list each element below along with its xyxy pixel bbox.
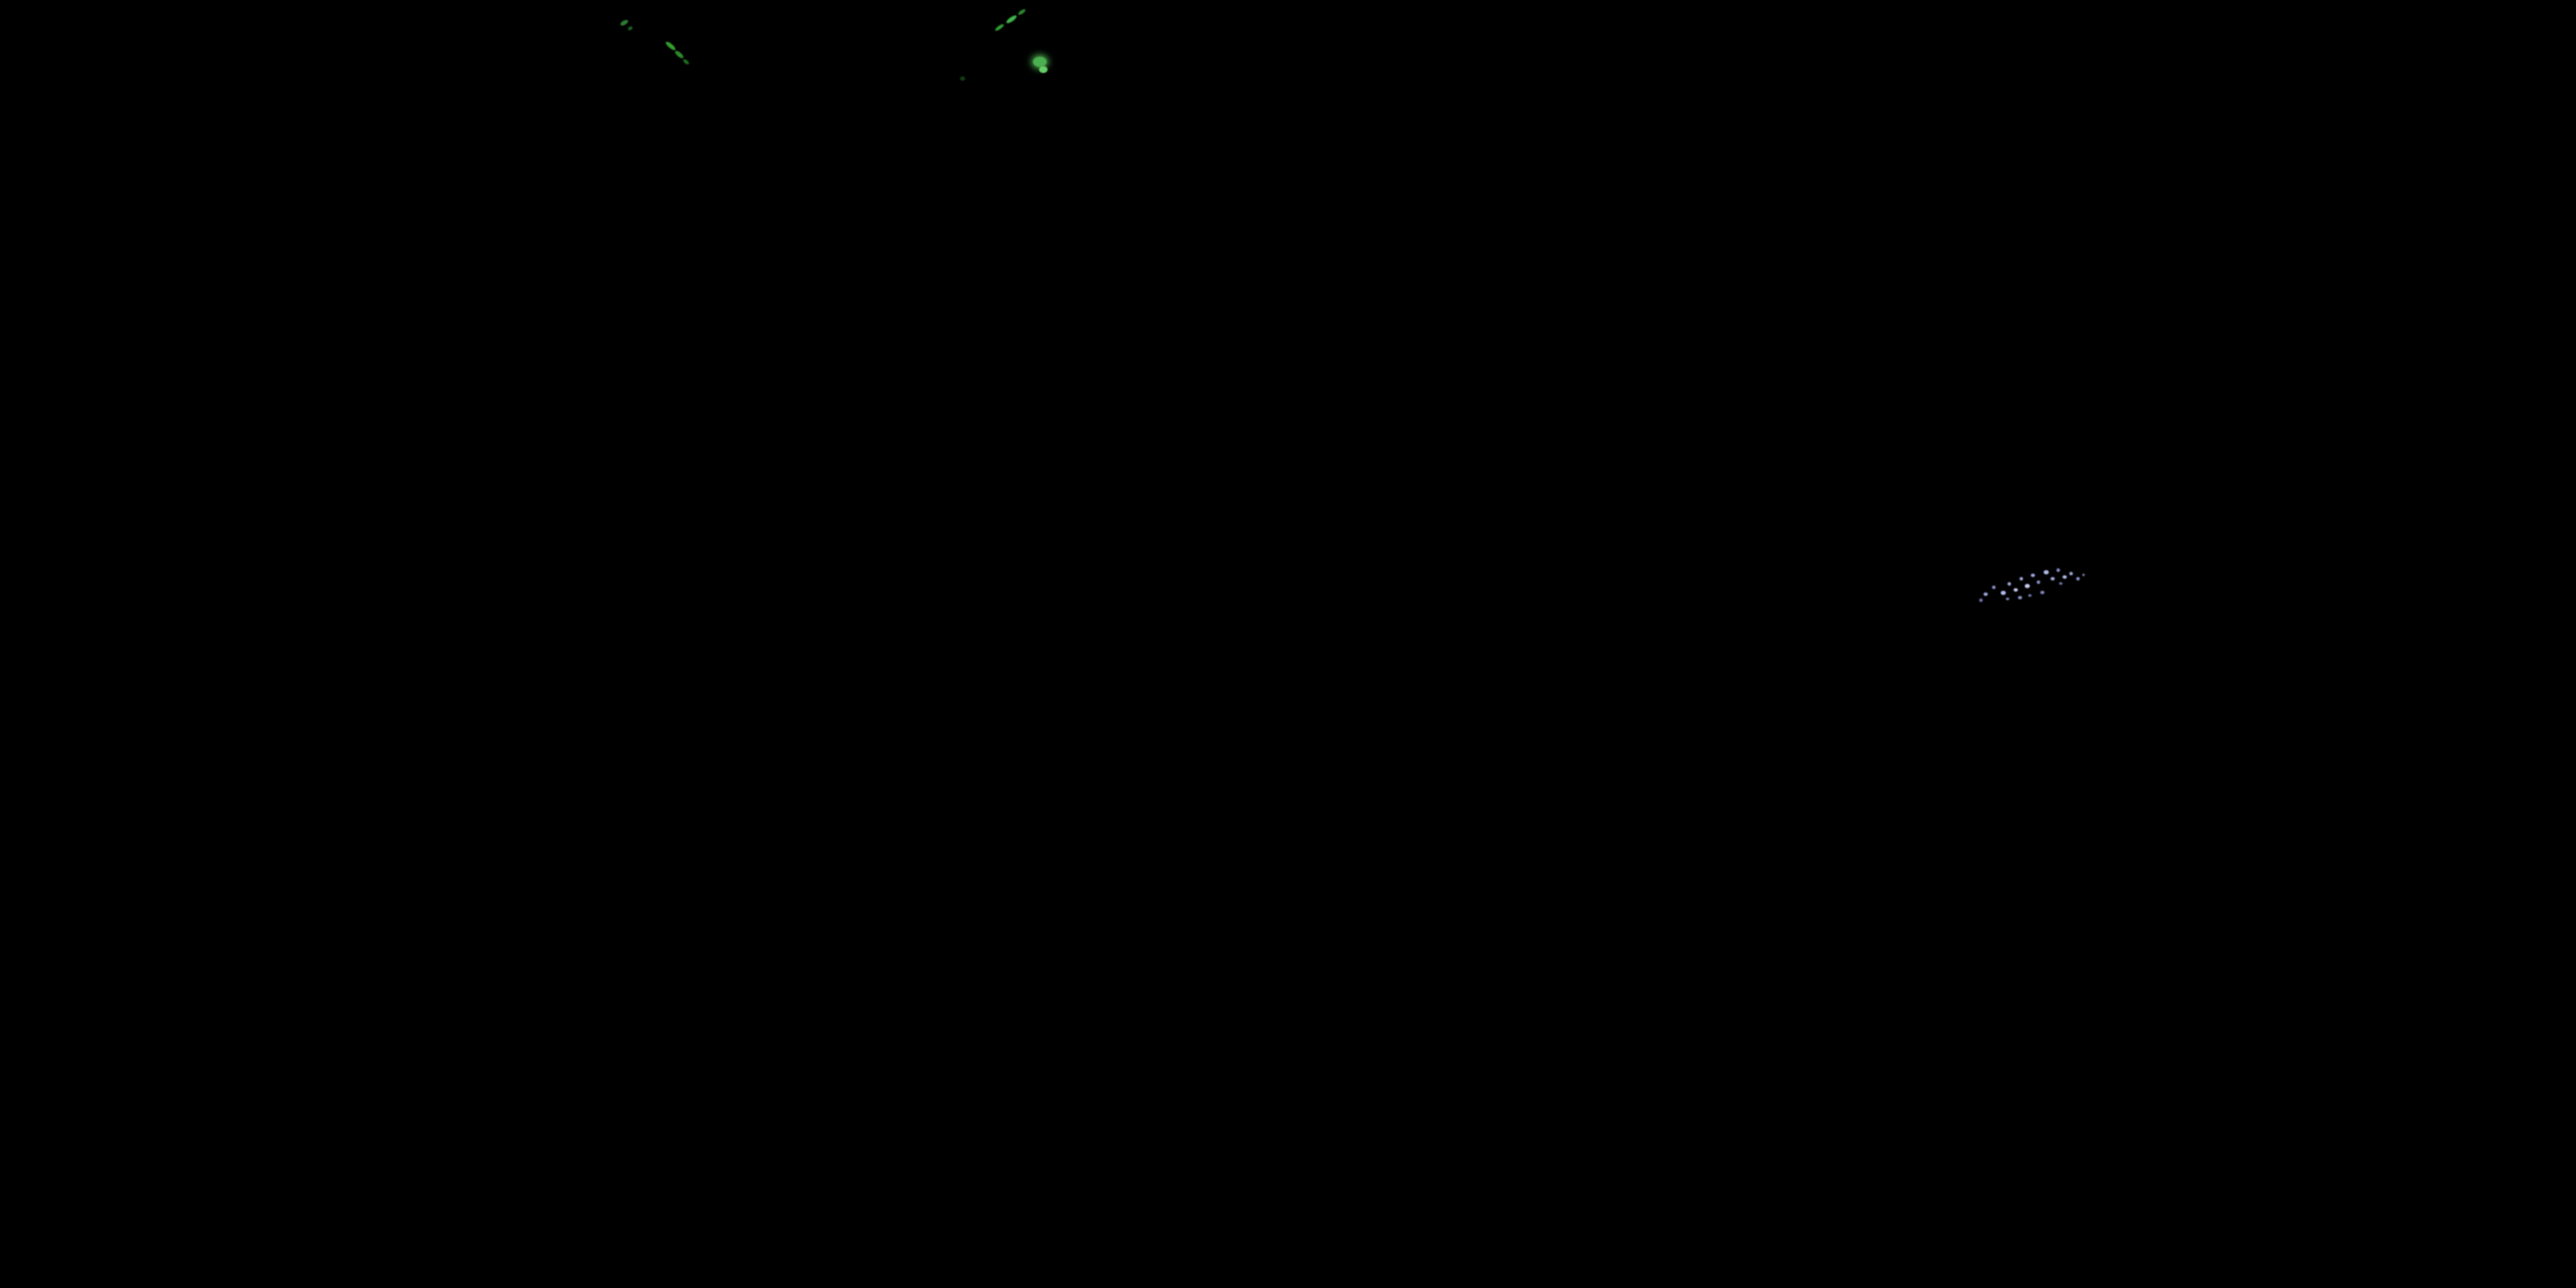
blue-speckle-cluster-particle <box>2057 568 2060 572</box>
blue-speckle-cluster-particle <box>2040 591 2044 594</box>
blue-speckle-cluster-particle <box>2063 575 2067 579</box>
green-glint-center-particle <box>960 76 965 81</box>
blue-speckle-cluster-particle <box>2037 580 2040 584</box>
blue-speckle-cluster-particle <box>2059 582 2063 585</box>
blue-speckle-cluster-particle <box>2001 591 2006 595</box>
green-glint-left-particle <box>673 49 685 60</box>
blue-speckle-cluster-particle <box>2031 574 2035 577</box>
blue-speckle-cluster-particle <box>1979 598 1983 602</box>
blue-speckle-cluster-particle <box>1984 592 1988 596</box>
blue-speckle-cluster-particle <box>2076 577 2080 580</box>
blue-speckle-cluster-particle <box>2025 584 2030 588</box>
blue-speckle-cluster-particle <box>2014 588 2018 592</box>
blue-speckle-cluster-particle <box>2082 574 2085 576</box>
blue-speckle-cluster-particle <box>2050 577 2055 580</box>
green-glint-center-particle <box>1005 14 1018 25</box>
green-glint-center-particle <box>1033 57 1047 67</box>
blue-speckle-cluster-particle <box>2069 572 2073 575</box>
blue-speckle-cluster-particle <box>2018 596 2022 599</box>
green-glint-left-particle <box>682 58 690 66</box>
blue-speckle-cluster-particle <box>2044 570 2049 574</box>
blue-speckle-cluster-particle <box>2006 598 2009 600</box>
green-glint-left-particle <box>665 40 677 52</box>
green-glint-left-particle <box>619 18 629 27</box>
blue-speckle-cluster-particle <box>1992 586 1996 589</box>
blue-speckle-cluster-particle <box>2028 594 2032 597</box>
blue-speckle-cluster-particle <box>2008 582 2011 586</box>
green-glint-center-particle <box>993 22 1005 33</box>
green-glint-center-particle <box>1017 8 1027 16</box>
blue-speckle-cluster-particle <box>2020 577 2023 580</box>
green-glint-center-particle <box>1039 66 1048 73</box>
green-glint-left-particle <box>627 25 634 32</box>
